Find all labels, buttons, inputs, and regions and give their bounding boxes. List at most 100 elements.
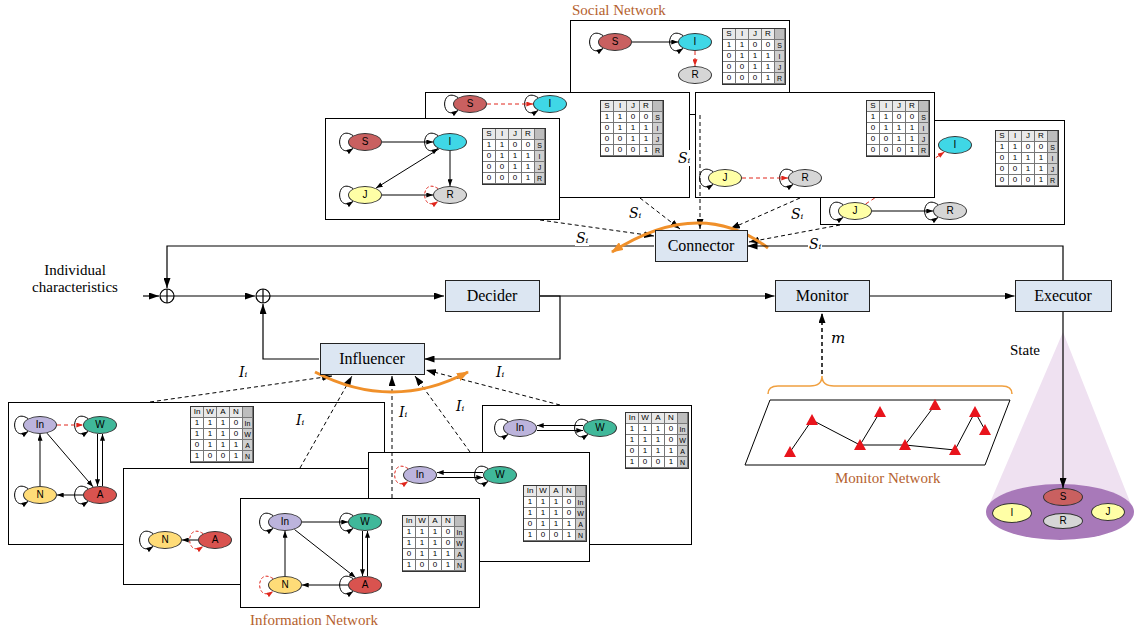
- matrix-cell: 0: [893, 145, 906, 156]
- state-ellipse: R: [678, 66, 712, 84]
- matrix-cell: 1: [403, 560, 416, 571]
- matrix-cell: 0: [230, 429, 243, 440]
- matrix-cell: 1: [880, 112, 893, 123]
- matrix-cell: 1: [906, 145, 919, 156]
- node-text: A: [97, 490, 104, 500]
- network-panel: JRSIJR1100S0111I0011J0001R: [695, 92, 935, 198]
- matrix-cell: 0: [563, 508, 576, 519]
- signal-label: Iᵢ: [455, 398, 465, 414]
- matrix-cell: 1: [230, 440, 243, 451]
- state-ellipse: J: [348, 186, 382, 204]
- state-matrix: SIJR1100S0111I0011J0001R: [482, 128, 546, 185]
- matrix-cell: 0: [601, 145, 614, 156]
- state-ellipse: W: [83, 416, 117, 434]
- network-panel: InWNAInWAN1110In1110W0111A1001N: [240, 498, 480, 608]
- matrix-cell: A: [550, 486, 563, 497]
- matrix-cell: In: [626, 413, 639, 424]
- matrix-cell: 1: [442, 549, 455, 560]
- state-ellipse: In: [23, 416, 57, 434]
- connector-arrow: [362, 531, 363, 576]
- drawing-part: [969, 406, 981, 417]
- matrix-cell: 1: [442, 560, 455, 571]
- node-text: A: [212, 535, 219, 545]
- matrix-cell: 0: [1022, 142, 1035, 153]
- connector-arrow: [102, 434, 103, 486]
- matrix-cell: 0: [723, 51, 736, 62]
- node-text: In: [516, 423, 524, 433]
- matrix-cell: 0: [483, 162, 496, 173]
- matrix-cell: 0: [867, 134, 880, 145]
- state-ellipse: J: [708, 169, 742, 187]
- matrix-cell: A: [243, 440, 253, 451]
- matrix-cell: 1: [652, 446, 665, 457]
- state-ellipse: J: [838, 202, 872, 220]
- matrix-cell: 0: [496, 173, 509, 184]
- matrix-cell: S: [483, 129, 496, 140]
- drawing-part: [854, 439, 866, 450]
- node-text: I: [694, 37, 697, 47]
- matrix-cell: 0: [639, 457, 652, 468]
- matrix-cell: J: [749, 29, 762, 40]
- matrix-cell: R: [906, 101, 919, 112]
- matrix-cell: 0: [723, 62, 736, 73]
- drawing-part: [806, 414, 818, 425]
- connector-arrow: [47, 433, 93, 487]
- matrix-cell: 0: [736, 62, 749, 73]
- node-text: J: [363, 190, 368, 200]
- process-box: Executor: [1015, 280, 1112, 312]
- matrix-cell: N: [563, 486, 576, 497]
- matrix-cell: S: [867, 101, 880, 112]
- matrix-cell: 0: [627, 112, 640, 123]
- matrix-cell: S: [653, 112, 663, 123]
- state-ellipse: W: [583, 419, 617, 437]
- node-text: W: [360, 517, 369, 527]
- matrix-corner: [1048, 131, 1058, 142]
- matrix-cell: 0: [522, 140, 535, 151]
- matrix-cell: 1: [416, 538, 429, 549]
- matrix-cell: 1: [403, 538, 416, 549]
- matrix-cell: In: [524, 486, 537, 497]
- drawing-part: [143, 295, 159, 296]
- matrix-cell: 1: [639, 435, 652, 446]
- signal-label: Sᵢ: [575, 230, 589, 246]
- matrix-cell: J: [1048, 164, 1058, 175]
- state-ellipse: A: [198, 531, 232, 549]
- matrix-cell: 1: [665, 457, 678, 468]
- matrix-cell: 1: [217, 418, 230, 429]
- matrix-cell: 1: [509, 151, 522, 162]
- matrix-cell: 1: [429, 549, 442, 560]
- matrix-cell: N: [678, 457, 688, 468]
- matrix-cell: 1: [524, 508, 537, 519]
- drawing-part: [174, 295, 255, 296]
- matrix-cell: 0: [429, 560, 442, 571]
- matrix-cell: J: [535, 162, 545, 173]
- matrix-cell: A: [576, 519, 586, 530]
- matrix-cell: In: [243, 418, 253, 429]
- matrix-cell: 0: [723, 73, 736, 84]
- connector-arrow: [302, 585, 348, 586]
- state-ellipse: A: [348, 576, 382, 594]
- matrix-cell: R: [640, 101, 653, 112]
- matrix-cell: 0: [640, 112, 653, 123]
- matrix-cell: 1: [1009, 153, 1022, 164]
- connector-arrow: [367, 531, 368, 576]
- matrix-cell: 1: [1022, 164, 1035, 175]
- matrix-cell: 0: [1035, 142, 1048, 153]
- state-matrix: InWAN1110In1110W0111A1001N: [402, 515, 466, 572]
- matrix-cell: 1: [537, 508, 550, 519]
- drawing-part: [749, 225, 840, 242]
- connector-arrow: [40, 434, 41, 486]
- matrix-cell: 1: [640, 145, 653, 156]
- state-ellipse: I: [433, 133, 467, 151]
- state-ellipse: S: [598, 33, 632, 51]
- matrix-cell: 1: [522, 151, 535, 162]
- state-ellipse: S: [1043, 488, 1083, 506]
- matrix-cell: 1: [906, 134, 919, 145]
- matrix-cell: I: [1009, 131, 1022, 142]
- matrix-cell: I: [736, 29, 749, 40]
- matrix-cell: 0: [996, 164, 1009, 175]
- matrix-cell: 1: [640, 123, 653, 134]
- signal-label: m: [830, 330, 846, 347]
- matrix-cell: 0: [442, 527, 455, 538]
- connector-arrow: [537, 430, 583, 431]
